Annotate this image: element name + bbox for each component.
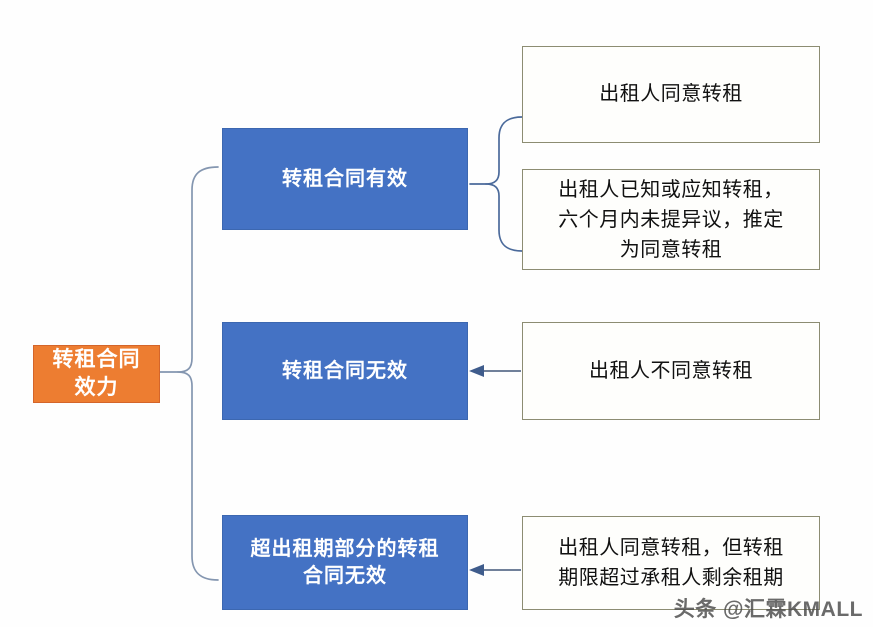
valid-conditions-brace <box>469 116 523 252</box>
condition-node-no-consent[interactable]: 出租人不同意转租 <box>522 322 820 420</box>
stage-node-label: 超出租期部分的转租 合同无效 <box>250 538 440 587</box>
condition-node-label: 出租人不同意转租 <box>589 359 753 382</box>
condition-node-consent[interactable]: 出租人同意转租 <box>522 46 820 143</box>
condition-node-label: 出租人同意转租，但转租 期限超过承租人剩余租期 <box>558 537 784 589</box>
condition-node-label: 出租人已知或应知转租， 六个月内未提异议，推定 为同意转租 <box>558 178 784 261</box>
no-consent-arrow <box>469 365 521 377</box>
root-node-sublease-contract-validity[interactable]: 转租合同 效力 <box>33 345 160 403</box>
exceeds-term-arrow <box>469 564 521 576</box>
root-branch-brace <box>159 166 219 581</box>
stage-node-label: 转租合同无效 <box>282 359 408 382</box>
condition-node-implied-consent[interactable]: 出租人已知或应知转租， 六个月内未提异议，推定 为同意转租 <box>522 169 820 270</box>
root-node-label: 转租合同 效力 <box>52 348 141 399</box>
stage-node-label: 转租合同有效 <box>282 167 408 190</box>
stage-node-valid[interactable]: 转租合同有效 <box>222 128 468 230</box>
watermark: 头条 @汇霖KMALL <box>673 598 863 621</box>
stage-node-invalid[interactable]: 转租合同无效 <box>222 322 468 420</box>
stage-node-partial-invalid[interactable]: 超出租期部分的转租 合同无效 <box>222 515 468 610</box>
condition-node-exceeds-term[interactable]: 出租人同意转租，但转租 期限超过承租人剩余租期 <box>522 516 820 610</box>
condition-node-label: 出租人同意转租 <box>599 83 743 106</box>
